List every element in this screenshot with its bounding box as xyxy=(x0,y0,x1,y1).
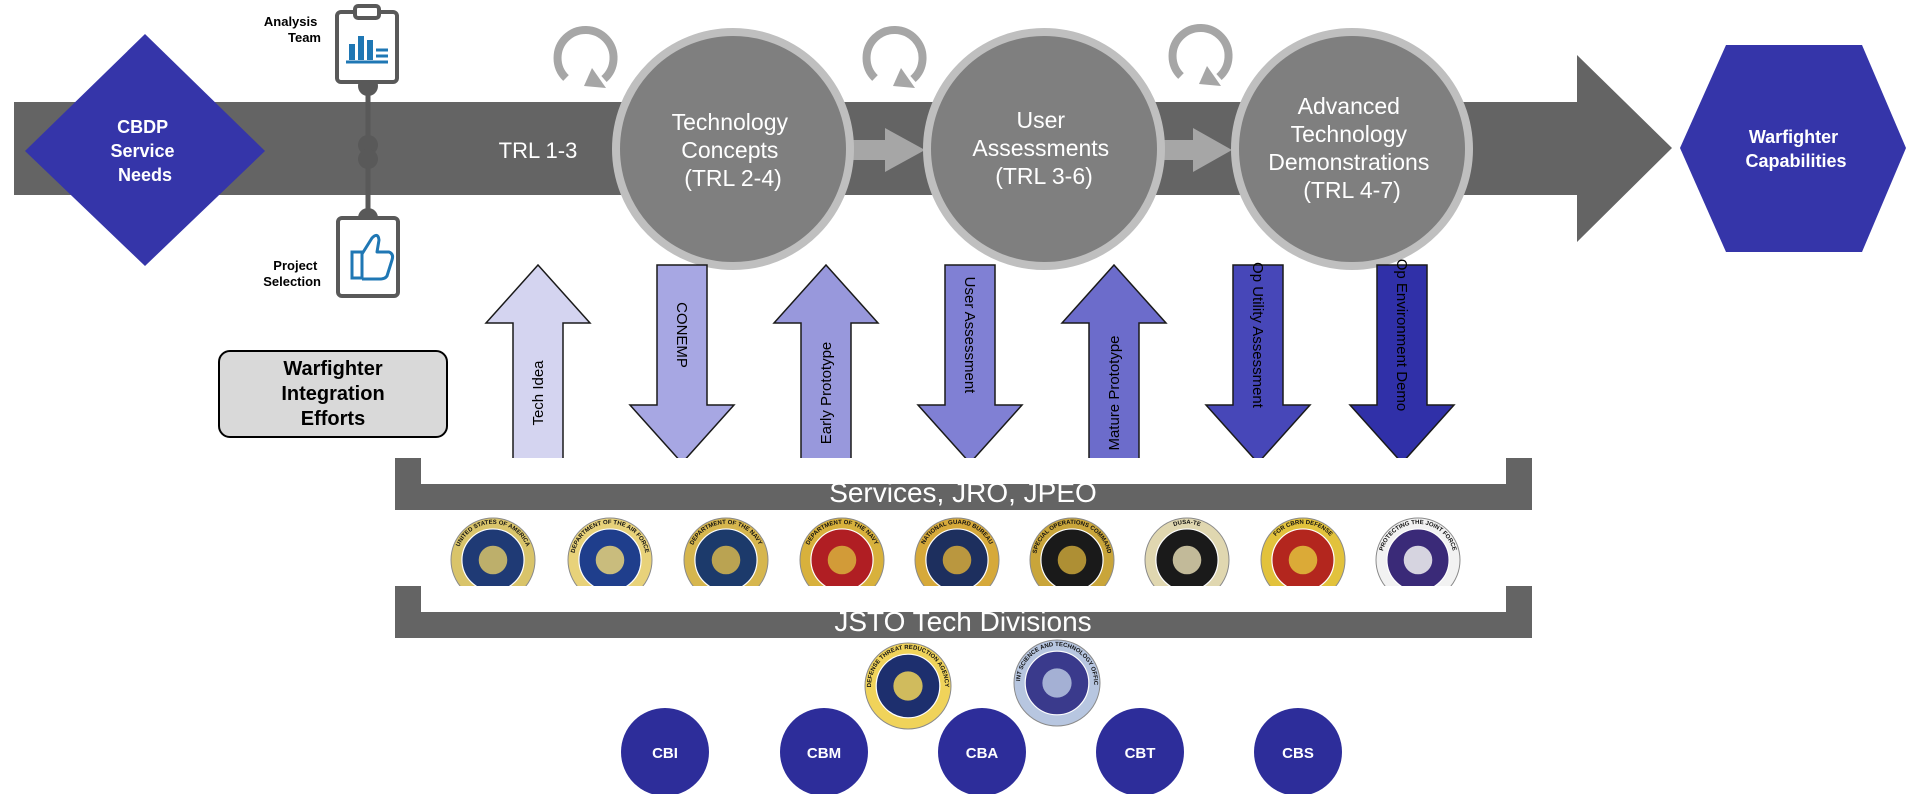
division-cbs: CBS xyxy=(1254,708,1342,794)
arrow-op-environment-demo: Op Environment Demo xyxy=(1348,259,1456,465)
jsto-divisions: CBI CBM CBA CBT CBS xyxy=(621,708,1342,794)
division-cbt-label: CBT xyxy=(1125,745,1156,762)
services-bracket: Services, JRO, JPEO xyxy=(395,458,1532,510)
mature-prototype-label: Mature Prototype xyxy=(1106,335,1123,450)
stage-technology-concepts: Technology Concepts (TRL 2-4) xyxy=(612,28,854,270)
svg-text:Advanced Technology: Advanced Technology Demonstrations (TRL … xyxy=(1268,93,1435,203)
jsto-label: JSTO Tech Divisions xyxy=(834,606,1091,637)
tech-idea-label: Tech Idea xyxy=(530,360,547,426)
op-environment-demo-arrow-shape xyxy=(1348,264,1456,465)
refresh-cycle-icon xyxy=(862,25,927,88)
division-cba: CBA xyxy=(938,708,1026,794)
special-operations-seal-icon: SPECIAL OPERATIONS COMMAND xyxy=(1029,517,1115,603)
conemp-arrow-shape xyxy=(628,264,736,465)
arrow-tech-idea: Tech Idea xyxy=(484,263,592,464)
refresh-cycle-icon xyxy=(1168,23,1233,86)
jsto-bracket: JSTO Tech Divisions xyxy=(395,586,1532,638)
jro-seal-icon: FOR CBRN DEFENSE xyxy=(1260,517,1346,603)
division-cbm: CBM xyxy=(780,708,868,794)
division-cbi: CBI xyxy=(621,708,709,794)
op-utility-assessment-label: Op Utility Assessment xyxy=(1249,262,1266,409)
arrow-user-assessment: User Assessment xyxy=(916,264,1024,465)
services-label: Services, JRO, JPEO xyxy=(829,477,1097,508)
test-evaluation-seal-icon: DUSA-TE xyxy=(1144,517,1230,603)
dtra-seal-icon: DEFENSE THREAT REDUCTION AGENCY xyxy=(864,642,952,730)
op-environment-demo-label: Op Environment Demo xyxy=(1393,259,1410,412)
analysis-team-label: Analysis Team xyxy=(264,14,321,45)
division-cbt: CBT xyxy=(1096,708,1184,794)
test-evaluation-seal-text: DUSA-TE xyxy=(1173,520,1202,528)
division-cbs-label: CBS xyxy=(1282,745,1314,762)
stage-connector-arrow-1 xyxy=(852,128,925,172)
conemp-label: CONEMP xyxy=(673,302,690,368)
warfighter-capabilities-hexagon xyxy=(1680,45,1906,252)
marine-corps-seal-icon: DEPARTMENT OF THE NAVY xyxy=(799,517,885,603)
trl-1-3-label: TRL 1-3 xyxy=(499,138,578,163)
cbdp-service-needs-diamond xyxy=(25,34,265,266)
stage-user-assessments: User Assessments (TRL 3-6) xyxy=(923,28,1165,270)
national-guard-seal-icon: NATIONAL GUARD BUREAU xyxy=(914,517,1000,603)
clipboard-chart-icon xyxy=(335,4,399,84)
early-prototype-label: Early Prototype xyxy=(818,342,835,445)
arrow-early-prototype: Early Prototype xyxy=(772,263,880,464)
user-assessment-label: User Assessment xyxy=(961,277,978,395)
division-cba-label: CBA xyxy=(966,745,999,762)
user-assessment-arrow-shape xyxy=(916,264,1024,465)
clipboard-thumbs-up-icon xyxy=(336,216,400,298)
warfighter-capabilities-label: Warfighter Capabilities xyxy=(1745,127,1846,171)
project-selection-label: Project Selection xyxy=(263,258,321,289)
stage-connector-arrow-2 xyxy=(1162,128,1232,172)
arrow-conemp: CONEMP xyxy=(628,264,736,465)
svg-text:Technology Concepts: Technology Concepts (TRL 2-4) xyxy=(672,109,795,191)
warfighter-integration-label: Warfighter Integration Efforts xyxy=(281,357,385,430)
arrow-mature-prototype: Mature Prototype xyxy=(1060,263,1168,464)
stage-advanced-technology-demonstrations: Advanced Technology Demonstrations (TRL … xyxy=(1231,28,1473,270)
exchange-arrows: Tech Idea CONEMP Early Prototype User Asses… xyxy=(484,259,1456,465)
division-cbi-label: CBI xyxy=(652,745,678,762)
warfighter-integration-efforts-box: Warfighter Integration Efforts xyxy=(218,350,448,438)
cbdp-label: CBDP Service Needs xyxy=(110,117,179,185)
division-cbm-label: CBM xyxy=(807,745,841,762)
op-utility-assessment-arrow-shape xyxy=(1204,264,1312,465)
svg-text:User Assessments (: User Assessments (TRL 3-6) xyxy=(972,107,1115,189)
refresh-cycle-icon xyxy=(553,25,618,88)
arrow-op-utility-assessment: Op Utility Assessment xyxy=(1204,262,1312,465)
